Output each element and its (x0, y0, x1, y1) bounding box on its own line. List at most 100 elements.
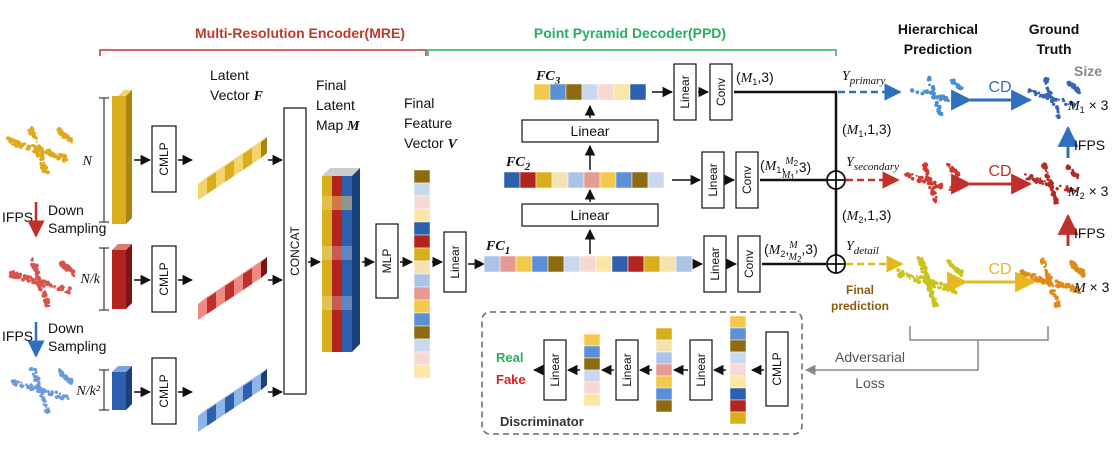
point (945, 286, 949, 290)
point (1067, 285, 1071, 289)
vector-cell (583, 345, 601, 359)
point (909, 274, 913, 277)
vector-cell (413, 234, 431, 249)
fc3-label: FC3 (535, 69, 561, 87)
point (62, 153, 67, 158)
point (946, 99, 950, 103)
size-header: Size (1074, 63, 1102, 79)
point (922, 266, 926, 271)
point (1035, 278, 1040, 283)
point (1048, 181, 1051, 184)
input-bar-blue (112, 366, 132, 410)
point (923, 162, 928, 167)
point (932, 285, 937, 289)
ifps-down-1: IFPS Down Sampling (2, 202, 106, 238)
point (1060, 282, 1064, 286)
point (34, 370, 38, 374)
point (952, 168, 956, 172)
vector-cell (629, 83, 647, 101)
point (1076, 176, 1079, 180)
vector-cell (413, 364, 431, 379)
ffv-line1: Final (404, 95, 434, 111)
point (1045, 263, 1048, 266)
adversarial-loss: Adversarial Loss (804, 326, 1049, 391)
point (939, 286, 943, 289)
point (54, 285, 57, 288)
final-prediction-label: Final prediction (831, 283, 889, 313)
point (913, 277, 917, 281)
vector-cell (515, 255, 533, 273)
point (1071, 102, 1076, 107)
point (1031, 177, 1036, 181)
prediction-cloud-secondary (904, 162, 961, 204)
final-pred-line1: Final (846, 283, 874, 297)
latent-cell-front (252, 374, 261, 396)
point (1034, 178, 1038, 181)
vector-cell (581, 83, 599, 101)
vector-cell (595, 255, 613, 273)
point (40, 150, 45, 155)
decoder-title: Point Pyramid Decoder(PPD) (534, 25, 726, 41)
point (62, 286, 65, 289)
point (1045, 169, 1048, 173)
point (1065, 186, 1068, 189)
point (1061, 97, 1065, 101)
point (929, 91, 932, 94)
point (937, 104, 942, 109)
latent-vector-blue (198, 369, 267, 432)
point (947, 259, 952, 264)
concat-box: CONCAT (283, 107, 307, 395)
cmlp-box-3: CMLP (151, 357, 177, 425)
point (933, 198, 938, 203)
point (1040, 277, 1044, 281)
flm-line3: Map M (316, 117, 360, 134)
latent-cell-top (225, 275, 240, 286)
point (29, 388, 32, 391)
dims-primary: (M1,3) (736, 69, 774, 87)
point (931, 86, 936, 91)
point (67, 286, 72, 291)
latent-cell-top (252, 369, 267, 380)
latent-cell-top (216, 161, 231, 172)
size-Nk: N/k (80, 272, 101, 287)
ground-truth-header: Ground Truth (1029, 21, 1080, 57)
point (64, 135, 68, 140)
ffv-line3: Vector V (404, 135, 459, 152)
vector-cell (413, 208, 431, 223)
point (1038, 179, 1042, 182)
latent-cell-front (243, 268, 252, 290)
point (43, 389, 47, 393)
linear-fc3-head-label: Linear (678, 75, 692, 108)
point (41, 148, 45, 151)
point (37, 276, 41, 280)
point (29, 383, 33, 387)
point (1045, 77, 1050, 82)
point (34, 146, 39, 151)
vector-cell (567, 171, 585, 189)
vector-cell (549, 83, 567, 101)
point (934, 184, 939, 189)
point (66, 377, 71, 382)
point (939, 183, 942, 186)
point (66, 397, 70, 401)
latent-vector-yellow (198, 137, 267, 200)
point (941, 94, 946, 99)
dims-mid1: (M1,1,3) (842, 121, 891, 139)
point (939, 281, 944, 286)
point (36, 389, 40, 393)
sampling-label-1: Sampling (48, 220, 106, 236)
point (940, 113, 944, 117)
latent-cell-top (216, 281, 231, 292)
point (1064, 282, 1068, 286)
point (948, 188, 952, 191)
point (950, 166, 953, 170)
cmlp-box-1: CMLP (151, 125, 177, 193)
point (44, 170, 48, 174)
point (50, 390, 54, 394)
point (953, 82, 957, 86)
point (33, 280, 36, 283)
fc2-vector (503, 171, 665, 189)
point (41, 279, 44, 282)
point (34, 266, 38, 270)
y-primary-label: Yprimary (842, 69, 885, 87)
